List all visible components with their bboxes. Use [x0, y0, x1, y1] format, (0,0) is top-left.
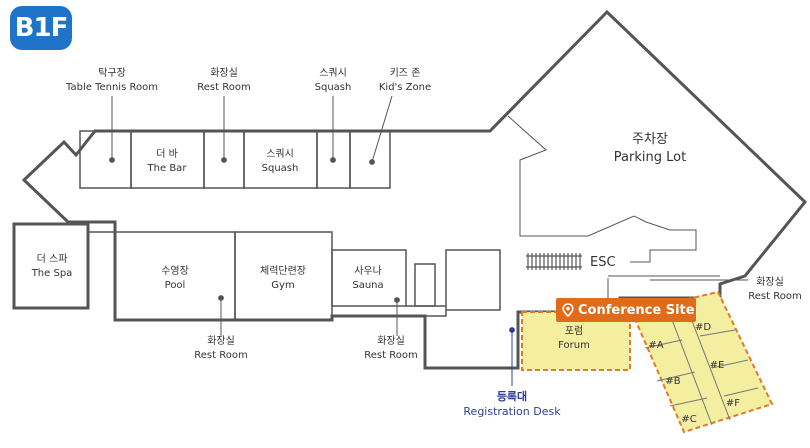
room-e-label: #E: [710, 360, 725, 371]
bar-label-en: The Bar: [147, 163, 188, 174]
squash-room-label-ko: 스쿼시: [266, 148, 294, 160]
escalator-icon: [526, 253, 582, 270]
registration-label-ko: 등록대: [497, 389, 527, 403]
pool-label-ko: 수영장: [161, 265, 189, 277]
spa-label-ko: 더 스파: [37, 253, 68, 265]
gym-label-ko: 체력단련장: [260, 265, 306, 277]
room-c-label: #C: [681, 414, 696, 425]
spa-label-en: The Spa: [31, 268, 73, 279]
rest-room-right-label-ko: 화장실: [756, 276, 784, 288]
conference-site-tag: Conference Site: [556, 298, 696, 322]
parking-ramp: [507, 115, 697, 263]
room-d-label: #D: [695, 322, 711, 333]
forum-label-ko: 포럼: [565, 324, 583, 337]
corridor-room: [445, 249, 501, 311]
esc-label: ESC: [590, 255, 616, 270]
squash-top-label-en: Squash: [315, 82, 352, 93]
room-a-label: #A: [648, 340, 663, 351]
building-outline: [21, 9, 808, 370]
rest-room-sauna-label-en: Rest Room: [364, 350, 417, 361]
gym-label-en: Gym: [271, 280, 294, 291]
kids-zone-room: [349, 130, 391, 189]
kids-zone-label-ko: 키즈 존: [390, 67, 421, 79]
sauna-label-ko: 사우나: [354, 265, 382, 277]
rest-room-top-label-en: Rest Room: [197, 82, 250, 93]
small-room: [414, 263, 436, 307]
kids-zone-label-en: Kid's Zone: [379, 82, 431, 93]
sauna-label-en: Sauna: [352, 280, 383, 291]
conference-site-label: Conference Site: [578, 302, 695, 318]
parking-label-ko: 주차장: [632, 132, 668, 147]
rest-room-pool-label-ko: 화장실: [207, 335, 235, 347]
registration-label-en: Registration Desk: [463, 405, 561, 418]
rest-room-right-label-en: Rest Room: [748, 291, 801, 302]
sauna-room: [331, 249, 407, 307]
rest-room-top-label-ko: 화장실: [210, 67, 238, 79]
table-tennis-label-en: Table Tennis Room: [65, 82, 158, 93]
forum-label-en: Forum: [558, 340, 590, 351]
rest-room-pool-label-en: Rest Room: [194, 350, 247, 361]
room-f-label: #F: [726, 398, 740, 409]
squash-top-label-ko: 스쿼시: [319, 67, 347, 79]
pool-label-en: Pool: [165, 280, 186, 291]
room-b-label: #B: [665, 376, 680, 387]
rest-room-sauna-label-ko: 화장실: [377, 335, 405, 347]
location-pin-icon: [562, 303, 574, 317]
spa-room: [12, 222, 90, 310]
table-tennis-label-ko: 탁구장: [98, 67, 126, 79]
parking-label-en: Parking Lot: [614, 150, 686, 165]
bar-label-ko: 더 바: [156, 148, 178, 160]
squash-room-label-en: Squash: [262, 163, 299, 174]
floor-badge: B1F: [10, 6, 72, 50]
